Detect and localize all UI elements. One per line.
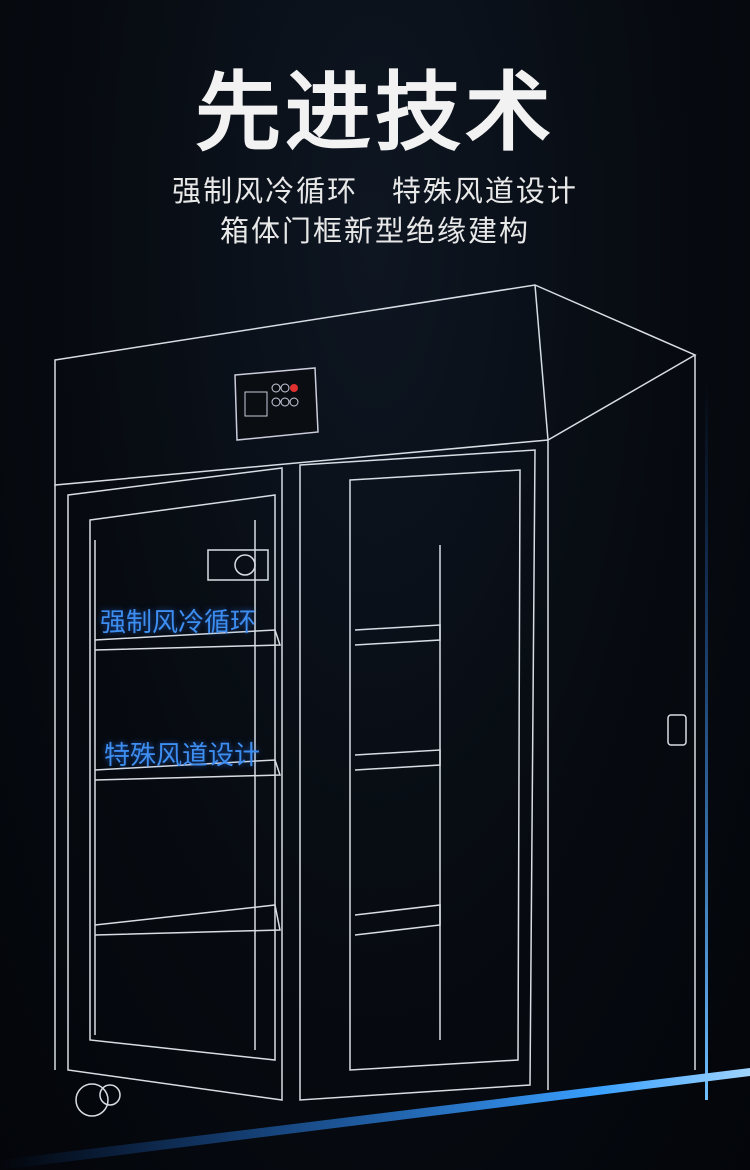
feature-line-2: 箱体门框新型绝缘建构 bbox=[219, 214, 530, 248]
control-panel bbox=[234, 367, 319, 441]
feature-line-1: 强制风冷循环 特殊风道设计 bbox=[172, 174, 578, 208]
headline: 先进技术 bbox=[195, 63, 555, 163]
duct-label: 特殊风道设计 bbox=[104, 741, 261, 771]
floor-glow bbox=[0, 1068, 750, 1170]
airflow-label: 强制风冷循环 bbox=[100, 608, 257, 638]
edge-glow bbox=[705, 380, 708, 1100]
